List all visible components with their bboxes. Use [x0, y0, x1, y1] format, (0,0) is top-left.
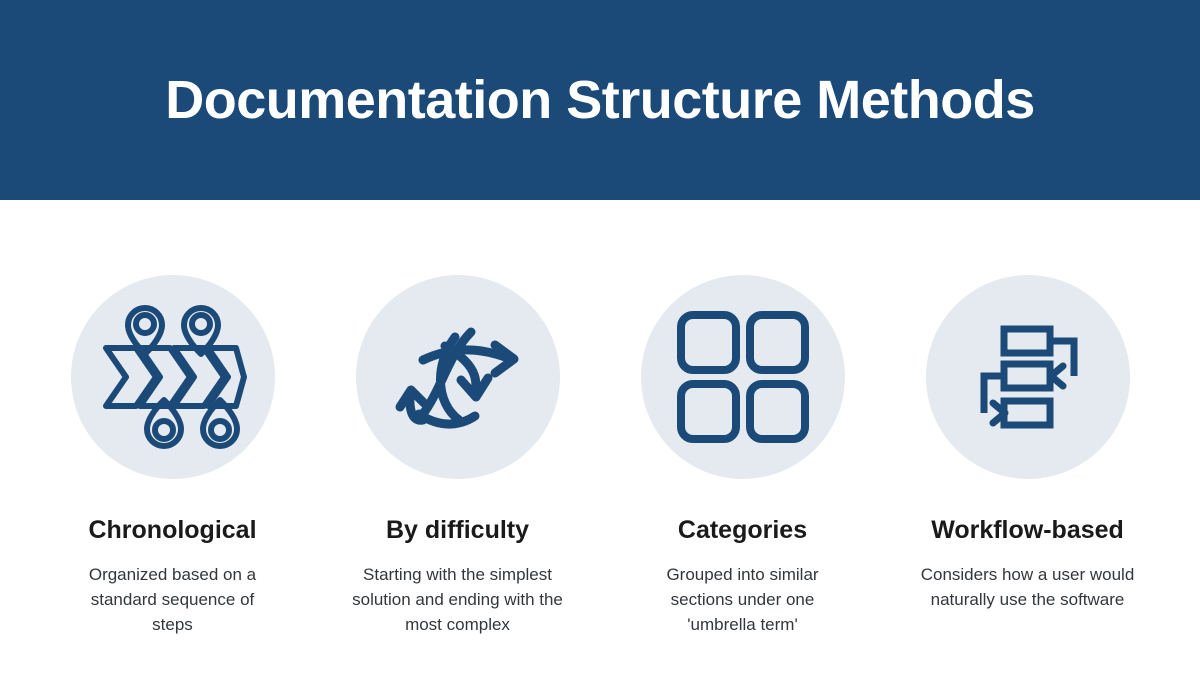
method-column-workflow-based: Workflow-based Considers how a user woul… [885, 200, 1170, 612]
grid-squares-icon [675, 309, 811, 445]
method-title-workflow-based: Workflow-based [931, 516, 1124, 544]
icon-circle-workflow-based [925, 275, 1130, 479]
method-description-chronological: Organized based on a standard sequence o… [88, 565, 257, 635]
method-title-categories: Categories [677, 516, 808, 544]
method-column-by-difficulty: By difficulty Starting with the simplest… [315, 200, 600, 637]
method-column-categories: Categories Grouped into similar sections… [600, 200, 885, 637]
methods-row: Chronological Organized based on a stand… [0, 200, 1200, 700]
icon-circle-by-difficulty [355, 275, 560, 479]
page-title: Documentation Structure Methods [165, 69, 1035, 130]
chronological-timeline-pins-icon [98, 302, 248, 452]
workflow-boxes-icon [958, 307, 1098, 447]
method-description-workflow-based: Considers how a user would naturally use… [920, 565, 1135, 610]
icon-circle-chronological [70, 275, 275, 479]
method-title-chronological: Chronological [88, 516, 257, 544]
method-title-by-difficulty: By difficulty [385, 516, 530, 544]
tangled-arrows-icon [383, 302, 533, 452]
icon-circle-categories [640, 275, 845, 479]
method-description-categories: Grouped into similar sections under one … [666, 565, 819, 635]
method-column-chronological: Chronological Organized based on a stand… [30, 200, 315, 637]
method-description-by-difficulty: Starting with the simplest solution and … [352, 565, 563, 635]
header-band: Documentation Structure Methods [0, 0, 1200, 200]
